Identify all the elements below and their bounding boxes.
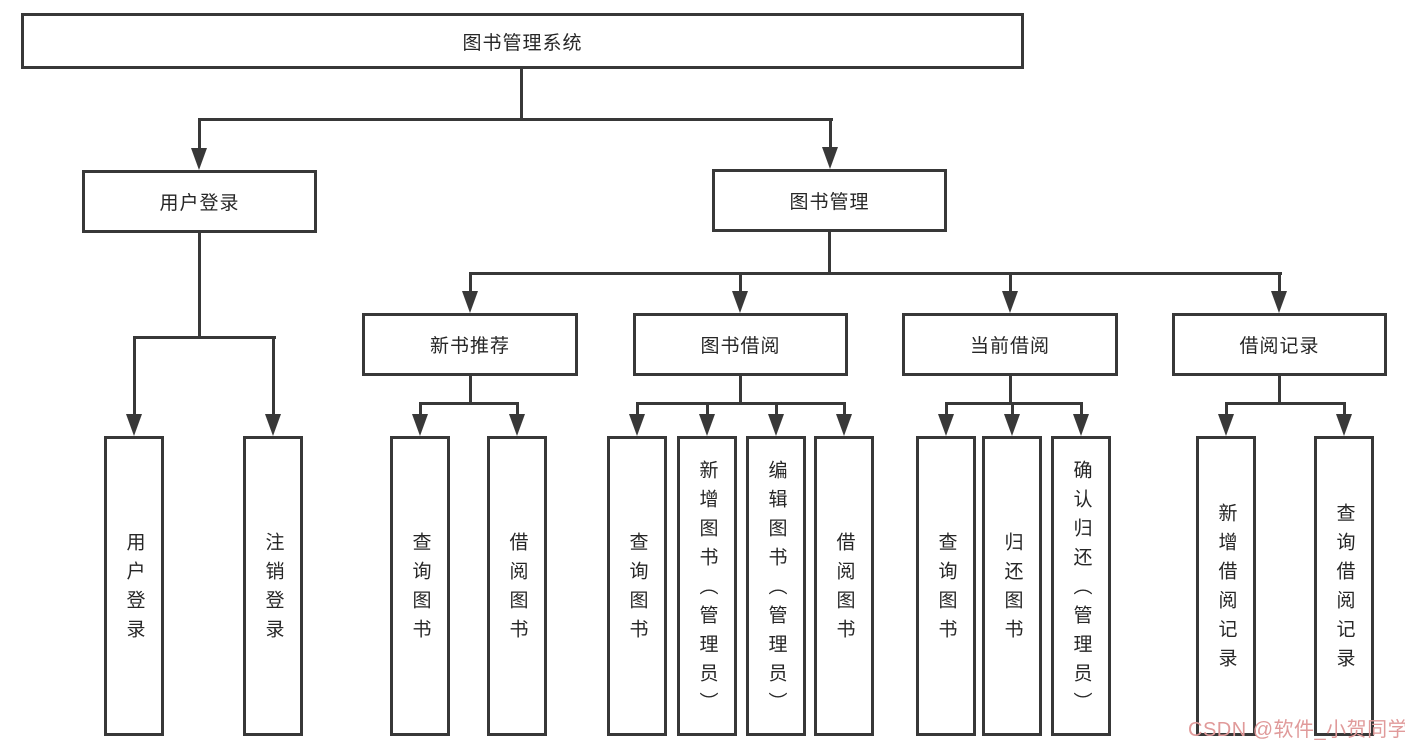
connector-line (272, 336, 275, 416)
arrowhead-down-icon (822, 147, 838, 169)
connector-line (198, 118, 833, 121)
arrowhead-down-icon (732, 291, 748, 313)
arrowhead-down-icon (126, 414, 142, 436)
arrowhead-down-icon (1004, 414, 1020, 436)
leaf-record-add-borrow-record: 新增借阅记录 (1196, 436, 1256, 736)
arrowhead-down-icon (412, 414, 428, 436)
connector-line (1011, 402, 1014, 416)
arrowhead-down-icon (629, 414, 645, 436)
leaf-current-return-book-label: 归还图书 (1001, 532, 1023, 648)
arrowhead-down-icon (1336, 414, 1352, 436)
arrowhead-down-icon (509, 414, 525, 436)
leaf-logout-label: 注销登录 (262, 532, 284, 648)
leaf-current-query-book-label: 查询图书 (935, 532, 957, 648)
arrowhead-down-icon (462, 291, 478, 313)
node-root-label: 图书管理系统 (462, 32, 583, 54)
connector-line (198, 233, 201, 337)
connector-line (1009, 272, 1012, 293)
connector-line (1009, 376, 1012, 403)
leaf-record-add-borrow-record-label: 新增借阅记录 (1215, 503, 1237, 677)
connector-line (1278, 272, 1281, 293)
connector-line (133, 336, 276, 339)
connector-line (516, 402, 519, 416)
leaf-logout: 注销登录 (243, 436, 303, 736)
connector-line (945, 402, 1083, 405)
node-new-book-recommend-label: 新书推荐 (429, 336, 510, 357)
connector-line (419, 402, 422, 416)
leaf-borrow-edit-book-admin: 编辑图书（管理员） (746, 436, 806, 736)
arrowhead-down-icon (1218, 414, 1234, 436)
arrowhead-down-icon (1073, 414, 1089, 436)
leaf-user-login: 用户登录 (104, 436, 164, 736)
node-new-book-recommend: 新书推荐 (362, 313, 578, 376)
leaf-user-login-label: 用户登录 (123, 532, 145, 648)
node-root: 图书管理系统 (21, 13, 1024, 69)
connector-line (739, 376, 742, 403)
connector-line (775, 402, 778, 416)
leaf-borrow-edit-book-admin-label: 编辑图书（管理员） (765, 459, 787, 721)
leaf-borrow-borrow-book-label: 借阅图书 (833, 532, 855, 648)
connector-line (706, 402, 709, 416)
leaf-current-query-book: 查询图书 (916, 436, 976, 736)
node-borrow-record-label: 借阅记录 (1239, 336, 1320, 357)
csdn-watermark: CSDN @软件_小贺同学 (1188, 719, 1405, 741)
connector-line (1343, 402, 1346, 416)
connector-line (636, 402, 639, 416)
connector-line (198, 118, 201, 152)
connector-line (133, 336, 136, 416)
node-borrow-record: 借阅记录 (1172, 313, 1387, 376)
node-book-borrow: 图书借阅 (633, 313, 848, 376)
leaf-current-confirm-return-admin: 确认归还（管理员） (1051, 436, 1111, 736)
leaf-borrow-borrow-book: 借阅图书 (814, 436, 874, 736)
leaf-newrec-query-book: 查询图书 (390, 436, 450, 736)
leaf-borrow-add-book-admin-label: 新增图书（管理员） (696, 459, 718, 721)
node-book-borrow-label: 图书借阅 (700, 336, 781, 357)
leaf-record-query-borrow-record-label: 查询借阅记录 (1333, 503, 1355, 677)
connector-line (1080, 402, 1083, 416)
node-book-management-label: 图书管理 (789, 192, 870, 213)
connector-line (1225, 402, 1228, 416)
connector-line (636, 402, 846, 405)
connector-line (739, 272, 742, 293)
leaf-newrec-query-book-label: 查询图书 (409, 532, 431, 648)
node-current-borrow-label: 当前借阅 (969, 336, 1050, 357)
connector-line (1225, 402, 1346, 405)
leaf-borrow-query-book-label: 查询图书 (626, 532, 648, 648)
node-current-borrow: 当前借阅 (902, 313, 1118, 376)
connector-line (843, 402, 846, 416)
connector-line (828, 232, 831, 273)
arrowhead-down-icon (836, 414, 852, 436)
arrowhead-down-icon (265, 414, 281, 436)
leaf-record-query-borrow-record: 查询借阅记录 (1314, 436, 1374, 736)
node-user-login-label: 用户登录 (159, 193, 240, 214)
connector-line (829, 118, 832, 151)
connector-line (469, 272, 472, 293)
leaf-current-return-book: 归还图书 (982, 436, 1042, 736)
arrowhead-down-icon (699, 414, 715, 436)
arrowhead-down-icon (768, 414, 784, 436)
connector-line (469, 272, 1282, 275)
arrowhead-down-icon (191, 148, 207, 170)
connector-line (419, 402, 519, 405)
connector-line (1278, 376, 1281, 403)
connector-line (945, 402, 948, 416)
leaf-borrow-add-book-admin: 新增图书（管理员） (677, 436, 737, 736)
arrowhead-down-icon (1002, 291, 1018, 313)
node-book-management: 图书管理 (712, 169, 947, 232)
leaf-newrec-borrow-book: 借阅图书 (487, 436, 547, 736)
arrowhead-down-icon (1271, 291, 1287, 313)
leaf-borrow-query-book: 查询图书 (607, 436, 667, 736)
leaf-current-confirm-return-admin-label: 确认归还（管理员） (1070, 459, 1092, 721)
connector-line (469, 376, 472, 403)
node-user-login: 用户登录 (82, 170, 317, 233)
arrowhead-down-icon (938, 414, 954, 436)
leaf-newrec-borrow-book-label: 借阅图书 (506, 532, 528, 648)
connector-line (520, 69, 523, 119)
